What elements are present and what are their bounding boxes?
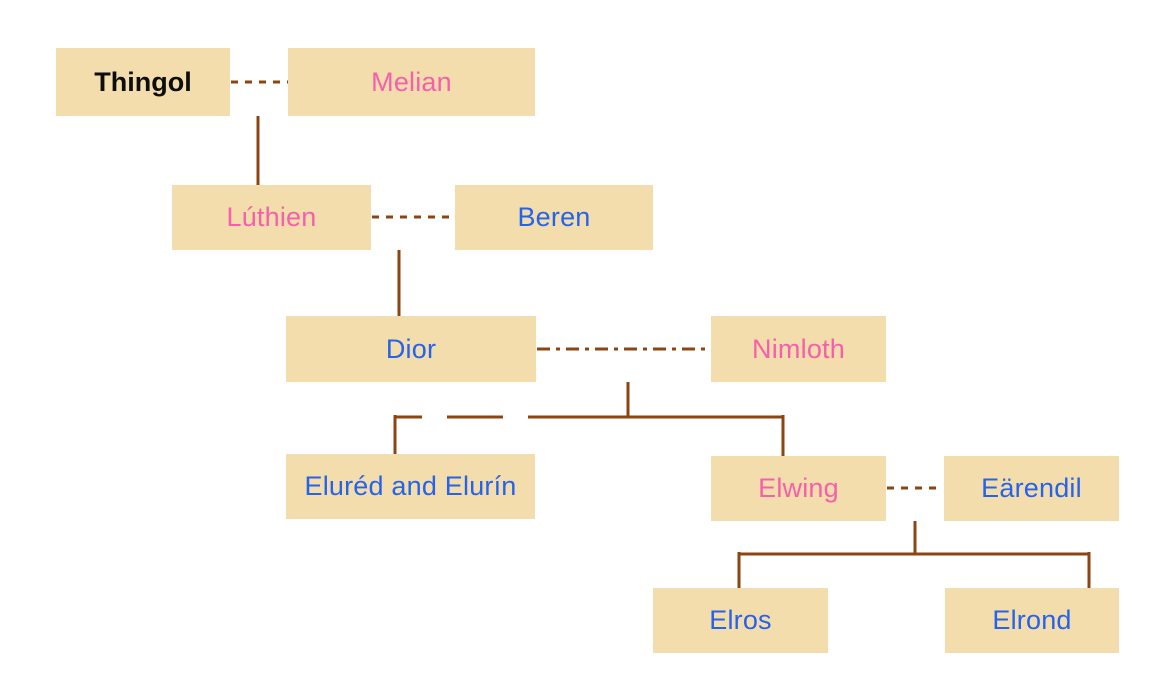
node-earendil: Eärendil	[944, 456, 1119, 521]
node-elwing: Elwing	[711, 456, 886, 521]
node-elured-elurin: Eluréd and Elurín	[286, 454, 535, 519]
person-name-elwing: Elwing	[758, 473, 839, 503]
node-luthien: Lúthien	[172, 185, 371, 250]
node-elrond: Elrond	[945, 588, 1119, 653]
person-name-beren: Beren	[517, 202, 591, 232]
person-name-thingol: Thingol	[94, 66, 192, 97]
node-elros: Elros	[653, 588, 828, 653]
person-name-melian: Melian	[371, 66, 452, 97]
person-name-elros: Elros	[709, 605, 772, 635]
person-name-earendil: Eärendil	[981, 473, 1082, 503]
person-name-elured-elurin: Eluréd and Elurín	[304, 471, 517, 501]
node-thingol: Thingol	[56, 48, 230, 116]
person-name-elrond: Elrond	[992, 605, 1072, 635]
node-melian: Melian	[288, 48, 535, 116]
person-name-dior: Dior	[385, 333, 437, 364]
person-name-luthien: Lúthien	[226, 202, 317, 232]
node-beren: Beren	[455, 185, 653, 250]
node-dior: Dior	[286, 316, 536, 382]
person-name-nimloth: Nimloth	[752, 333, 845, 364]
node-nimloth: Nimloth	[711, 316, 886, 382]
